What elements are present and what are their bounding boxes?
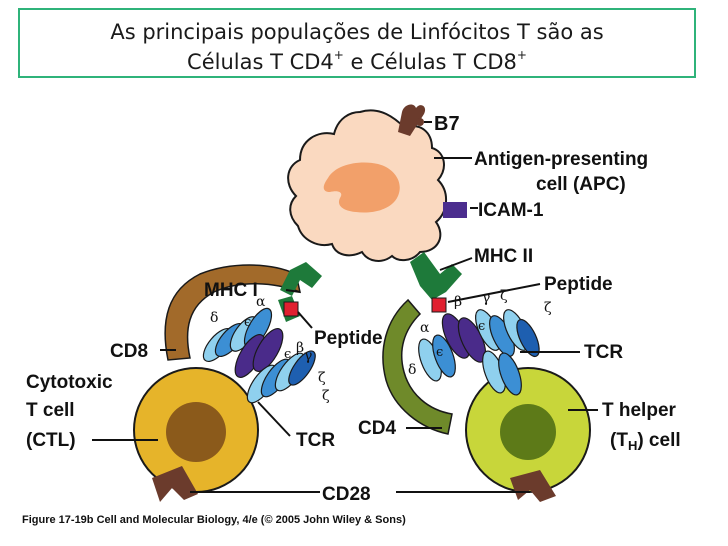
peptide-left-leader [297, 311, 313, 329]
label-ctl-line3: (CTL) [26, 430, 76, 451]
label-th-line1: T helper [602, 400, 677, 421]
title-cd4-sup: + [333, 48, 344, 62]
tcr-left-leader [257, 401, 291, 437]
label-cd4: CD4 [358, 418, 396, 439]
title-cd4-text: Células T CD4 [187, 50, 334, 74]
peptide-right-leader [447, 283, 541, 303]
label-b7: B7 [434, 113, 460, 135]
greek-alpha-left: α [256, 294, 266, 310]
greek-beta-right: β [454, 294, 462, 310]
tcr-complex-left [202, 307, 316, 404]
mhc-1-molecule [280, 262, 322, 296]
label-peptide-left: Peptide [314, 328, 383, 349]
title-cd8-text: e Células T CD8 [343, 50, 517, 74]
label-ctl-line1: Cytotoxic [26, 372, 113, 393]
figure-caption: Figure 17-19b Cell and Molecular Biology… [22, 514, 406, 526]
greek-gamma-left: γ [304, 348, 312, 364]
title-line-1: As principais populações de Linfócitos T… [110, 20, 604, 44]
label-th-line2: (TH) cell [610, 430, 681, 453]
label-th-close: ) cell [637, 430, 680, 451]
cd28-right [510, 470, 556, 502]
greek-beta-left: β [296, 340, 304, 356]
label-cd28: CD28 [322, 484, 371, 505]
label-cd8: CD8 [110, 341, 148, 362]
label-apc-cell: cell [536, 174, 568, 195]
label-mhc-1: MHC I [204, 280, 258, 301]
label-apc-abbr: (APC) [568, 174, 626, 195]
greek-delta-right: δ [408, 362, 416, 378]
greek-zeta-right-2: ζ [544, 300, 552, 316]
title-line-2: Células T CD4+ e Células T CD8+ [20, 48, 694, 74]
peptide-right [431, 297, 447, 313]
greek-zeta-right-1: ζ [500, 288, 508, 304]
title-box: As principais populações de Linfócitos T… [18, 8, 696, 78]
peptide-left [283, 301, 299, 317]
apc-nucleus [323, 162, 400, 213]
label-apc-line1: Antigen-presenting [474, 149, 648, 170]
mhc-2-molecule [410, 252, 462, 300]
label-tcr-left: TCR [296, 430, 335, 451]
cd28-left [152, 466, 198, 502]
label-mhc-2: MHC II [474, 246, 533, 267]
b7-knob [416, 118, 424, 126]
greek-alpha-right: α [420, 320, 430, 336]
greek-epsilon-left-1: ϵ [244, 315, 251, 330]
label-ctl-line2: T cell [26, 400, 75, 421]
mhc1-leader [285, 289, 301, 293]
greek-epsilon-right: ϵ [478, 319, 485, 334]
title-cd8-sup: + [516, 48, 527, 62]
label-th-open: (T [610, 430, 628, 451]
label-th-sub: H [628, 438, 637, 453]
label-apc-line2: cell (APC) [536, 174, 626, 195]
cd4-arm [382, 298, 453, 435]
icam-1-molecule [443, 202, 467, 218]
greek-zeta-left-2: ζ [322, 388, 330, 404]
greek-epsilon-left-2: ϵ [284, 347, 291, 362]
greek-delta-left: δ [210, 310, 218, 326]
greek-epsilon-right-2: ϵ [436, 345, 443, 360]
th-nucleus [500, 404, 556, 460]
tcr-complex-right [418, 309, 540, 396]
greek-gamma-right: γ [482, 290, 490, 306]
b7-molecule [398, 104, 426, 136]
ctl-nucleus [166, 402, 226, 462]
label-tcr-right: TCR [584, 342, 623, 363]
greek-zeta-left-1: ζ [318, 370, 326, 386]
mhc2-leader [439, 257, 473, 271]
label-peptide-right: Peptide [544, 274, 613, 295]
label-icam-1: ICAM-1 [478, 200, 544, 221]
